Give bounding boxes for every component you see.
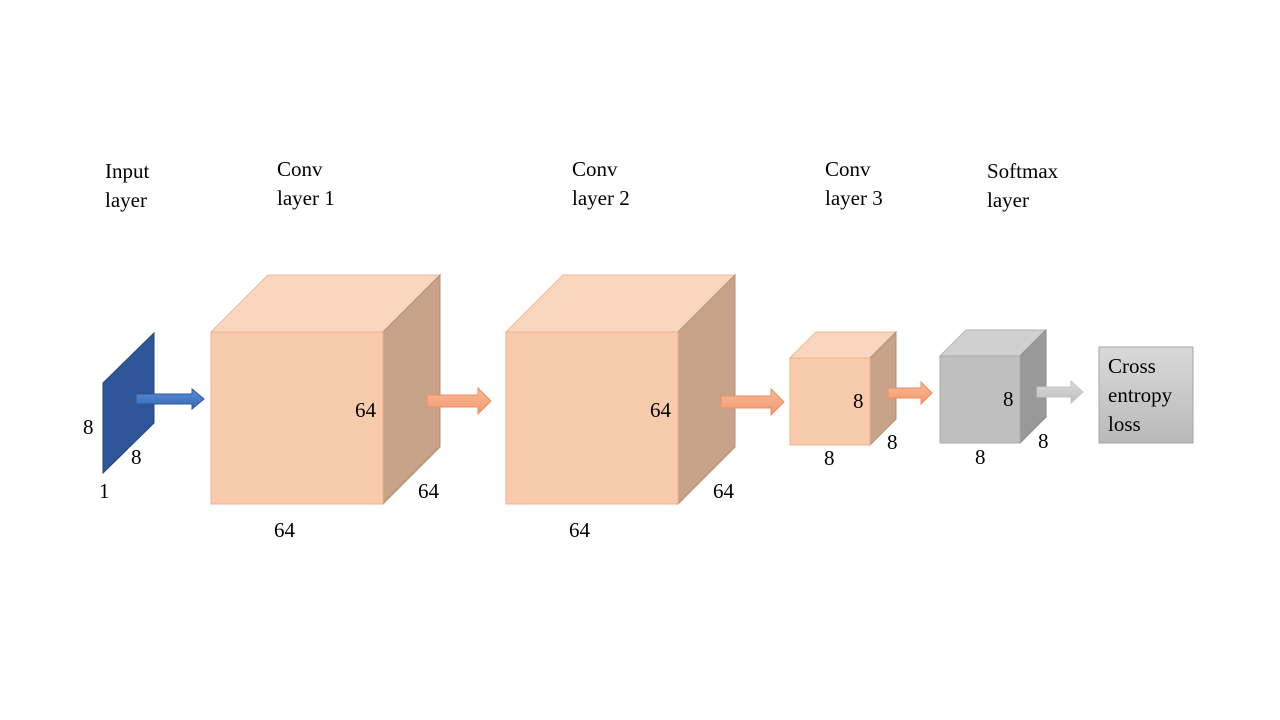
conv1-height-label: 64 bbox=[355, 398, 377, 422]
softmax-title-line2: layer bbox=[987, 188, 1029, 212]
conv2-width-label: 64 bbox=[569, 518, 591, 542]
conv3-title-line1: Conv bbox=[825, 157, 871, 181]
conv3-cube bbox=[788, 330, 898, 447]
softmax-depth-label: 8 bbox=[1038, 429, 1049, 453]
conv2-title-line2: layer 2 bbox=[572, 186, 630, 210]
loss-label-line1: Cross bbox=[1108, 354, 1156, 378]
arrow-conv3-to-softmax bbox=[887, 380, 933, 406]
conv1-title-line1: Conv bbox=[277, 157, 323, 181]
conv1-cube bbox=[209, 273, 442, 506]
arrow-input-to-conv1 bbox=[135, 387, 205, 411]
conv2-cube bbox=[504, 273, 737, 506]
conv2-title-line1: Conv bbox=[572, 157, 618, 181]
conv3-depth-label: 8 bbox=[887, 430, 898, 454]
arrow-softmax-to-loss bbox=[1036, 379, 1084, 405]
softmax-height-label: 8 bbox=[1003, 387, 1014, 411]
input-layer-title-line2: layer bbox=[105, 188, 147, 212]
softmax-width-label: 8 bbox=[975, 445, 986, 469]
softmax-title-line1: Softmax bbox=[987, 159, 1059, 183]
conv3-width-label: 8 bbox=[824, 446, 835, 470]
arrow-conv1-to-conv2 bbox=[426, 386, 492, 416]
loss-label-line2: entropy bbox=[1108, 383, 1173, 407]
conv3-title-line2: layer 3 bbox=[825, 186, 883, 210]
conv1-title-line2: layer 1 bbox=[277, 186, 335, 210]
input-height-label: 8 bbox=[83, 415, 94, 439]
input-layer-title-line1: Input bbox=[105, 159, 149, 183]
input-depth-label: 1 bbox=[99, 479, 110, 503]
softmax-cube bbox=[938, 328, 1048, 445]
input-width-label: 8 bbox=[131, 445, 142, 469]
conv2-depth-label: 64 bbox=[713, 479, 735, 503]
conv2-height-label: 64 bbox=[650, 398, 672, 422]
conv1-width-label: 64 bbox=[274, 518, 296, 542]
cross-entropy-loss-box bbox=[1098, 346, 1194, 444]
input-layer-slab bbox=[102, 331, 155, 475]
conv3-height-label: 8 bbox=[853, 389, 864, 413]
arrow-conv2-to-conv3 bbox=[720, 387, 785, 417]
conv1-depth-label: 64 bbox=[418, 479, 440, 503]
loss-label-line3: loss bbox=[1108, 412, 1141, 436]
